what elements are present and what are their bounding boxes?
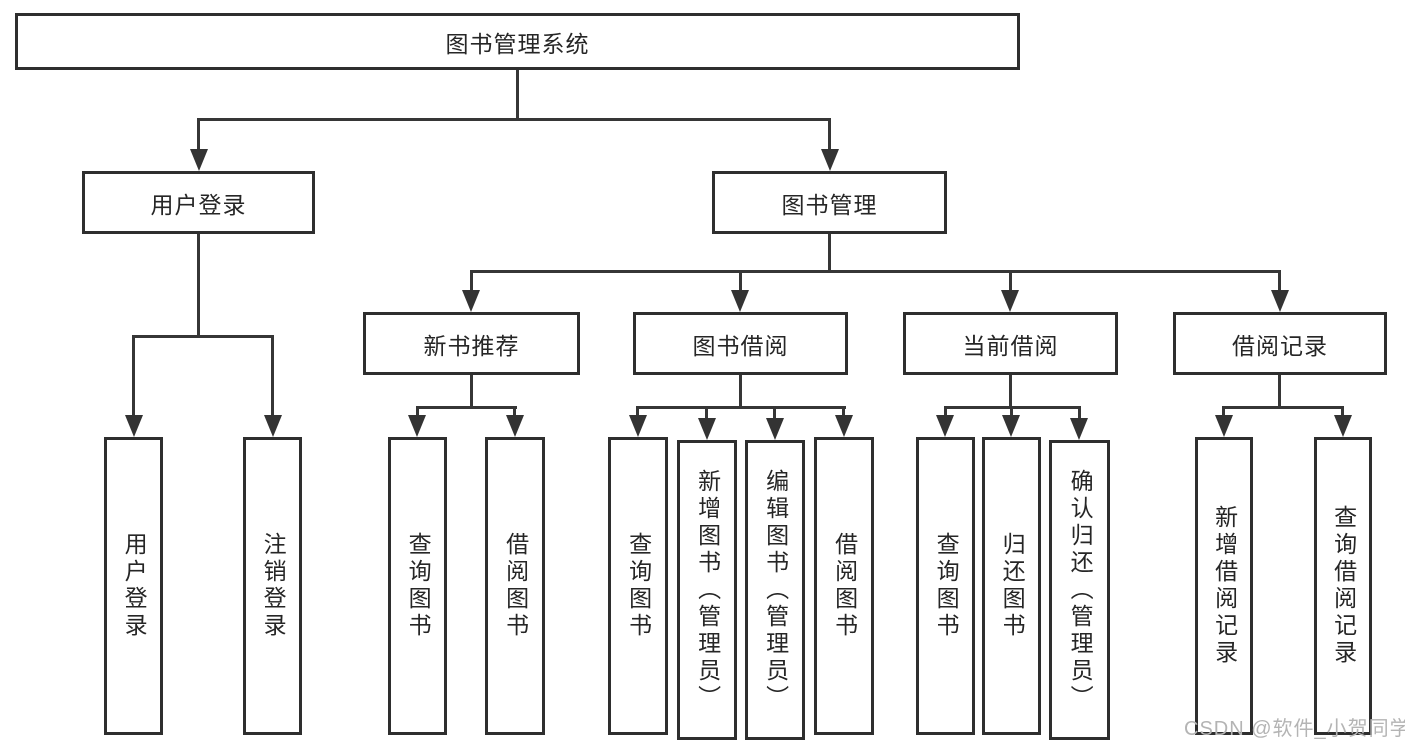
connector-line xyxy=(1009,273,1012,290)
arrowhead-down xyxy=(1001,290,1019,312)
leaf-logout: 注销登录 xyxy=(243,437,302,735)
leaf-borrow-book: 借阅图书 xyxy=(485,437,545,735)
connector-line xyxy=(470,273,473,290)
connector-line xyxy=(1222,409,1225,415)
node-book-borrowing: 图书借阅 xyxy=(633,312,848,375)
leaf-add-borrow-record: 新增借阅记录 xyxy=(1195,437,1253,735)
leaf-user-login: 用户登录 xyxy=(104,437,163,735)
connector-line xyxy=(132,335,274,338)
node-current-borrowing: 当前借阅 xyxy=(903,312,1118,375)
node-new-book-recommendation: 新书推荐 xyxy=(363,312,580,375)
connector-line xyxy=(739,375,742,409)
connector-line xyxy=(944,409,947,415)
arrowhead-down xyxy=(264,415,282,437)
arrowhead-down xyxy=(698,418,716,440)
arrowhead-down xyxy=(506,415,524,437)
arrowhead-down xyxy=(408,415,426,437)
connector-line xyxy=(828,234,831,273)
leaf-borrow-book: 借阅图书 xyxy=(814,437,874,735)
connector-line xyxy=(1278,375,1281,409)
connector-line xyxy=(1010,409,1013,415)
connector-line xyxy=(516,70,519,120)
connector-line xyxy=(197,121,200,149)
node-user-login: 用户登录 xyxy=(82,171,315,234)
connector-line xyxy=(1278,273,1281,290)
connector-line xyxy=(416,409,419,415)
connector-line xyxy=(197,118,831,121)
connector-line xyxy=(197,234,200,338)
arrowhead-down xyxy=(766,418,784,440)
arrowhead-down xyxy=(731,290,749,312)
connector-line xyxy=(828,121,831,149)
leaf-edit-book-admin: 编辑图书（管理员） xyxy=(745,440,805,740)
connector-line xyxy=(705,409,708,418)
arrowhead-down xyxy=(462,290,480,312)
node-borrowing-records: 借阅记录 xyxy=(1173,312,1387,375)
connector-line xyxy=(636,406,846,409)
node-library-management-system: 图书管理系统 xyxy=(15,13,1020,70)
connector-line xyxy=(1222,406,1344,409)
arrowhead-down xyxy=(835,415,853,437)
arrowhead-down xyxy=(190,149,208,171)
leaf-add-book-admin: 新增图书（管理员） xyxy=(677,440,737,740)
connector-line xyxy=(271,338,274,415)
leaf-query-book: 查询图书 xyxy=(388,437,447,735)
connector-line xyxy=(470,270,1281,273)
connector-line xyxy=(1078,409,1081,418)
leaf-query-book: 查询图书 xyxy=(608,437,668,735)
connector-line xyxy=(773,409,776,418)
arrowhead-down xyxy=(1271,290,1289,312)
leaf-return-book: 归还图书 xyxy=(982,437,1041,735)
connector-line xyxy=(636,409,639,415)
connector-line xyxy=(739,273,742,290)
arrowhead-down xyxy=(1334,415,1352,437)
arrowhead-down xyxy=(936,415,954,437)
connector-line xyxy=(470,375,473,409)
arrowhead-down xyxy=(821,149,839,171)
connector-line xyxy=(416,406,517,409)
leaf-confirm-return-admin: 确认归还（管理员） xyxy=(1049,440,1110,740)
connector-line xyxy=(842,409,845,415)
arrowhead-down xyxy=(629,415,647,437)
arrowhead-down xyxy=(1215,415,1233,437)
connector-line xyxy=(944,406,1081,409)
arrowhead-down xyxy=(1070,418,1088,440)
arrowhead-down xyxy=(125,415,143,437)
arrowhead-down xyxy=(1002,415,1020,437)
connector-line xyxy=(513,409,516,415)
csdn-watermark: CSDN @软件_小贺同学 xyxy=(1184,718,1405,740)
connector-line xyxy=(1009,375,1012,409)
node-book-management: 图书管理 xyxy=(712,171,947,234)
leaf-query-borrow-record: 查询借阅记录 xyxy=(1314,437,1372,735)
leaf-query-book: 查询图书 xyxy=(916,437,975,735)
connector-line xyxy=(1341,409,1344,415)
connector-line xyxy=(132,338,135,415)
